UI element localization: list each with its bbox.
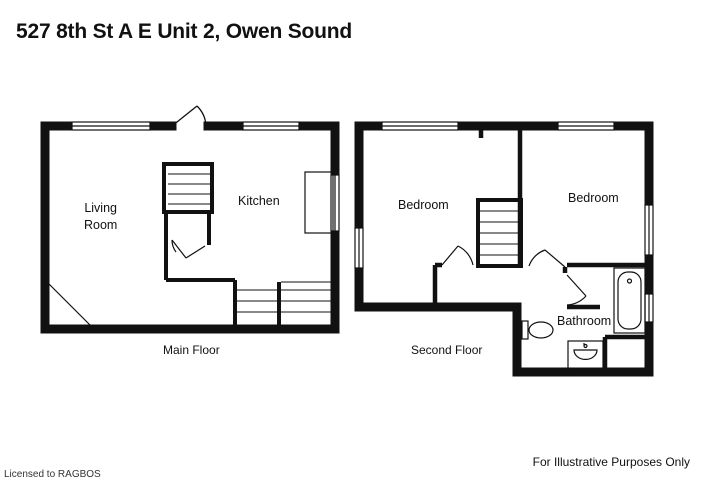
main-floor-plan <box>40 105 340 334</box>
second-floor-interior-walls <box>432 128 647 370</box>
entry-door-icon <box>171 105 207 127</box>
bedroom-door-icon <box>441 245 474 266</box>
license-text: Licensed to RAGBOS <box>4 469 101 480</box>
room-label-line: Room <box>84 218 118 232</box>
closet-door-icon <box>171 239 206 259</box>
basement-stairs-icon <box>233 280 333 327</box>
closet-walls <box>164 212 235 282</box>
bathroom-door-icon <box>566 274 587 306</box>
corner-fireplace <box>48 283 91 326</box>
room-label-line: Living <box>84 201 117 215</box>
room-label-living-room: Living Room <box>84 200 117 234</box>
room-label-bedroom-right: Bedroom <box>568 191 619 205</box>
room-label-kitchen: Kitchen <box>238 194 280 208</box>
page-title: 527 8th St A E Unit 2, Owen Sound <box>16 20 353 43</box>
main-stairs-icon <box>162 162 214 214</box>
second-floor-plan <box>354 121 654 377</box>
bathtub-icon <box>613 267 646 334</box>
main-floor-windows <box>71 121 340 232</box>
floor-label-second: Second Floor <box>411 343 483 357</box>
floor-label-main: Main Floor <box>163 343 220 357</box>
room-label-bedroom-left: Bedroom <box>398 198 449 212</box>
sink-icon <box>567 340 604 370</box>
second-floor-windows <box>354 121 654 323</box>
bedroom-door-icon <box>528 249 566 268</box>
room-label-bathroom: Bathroom <box>557 314 612 328</box>
second-floor-stairs-icon <box>476 198 523 268</box>
kitchen-counter <box>304 171 334 234</box>
toilet-icon <box>521 320 554 340</box>
disclaimer-text: For Illustrative Purposes Only <box>532 455 690 469</box>
